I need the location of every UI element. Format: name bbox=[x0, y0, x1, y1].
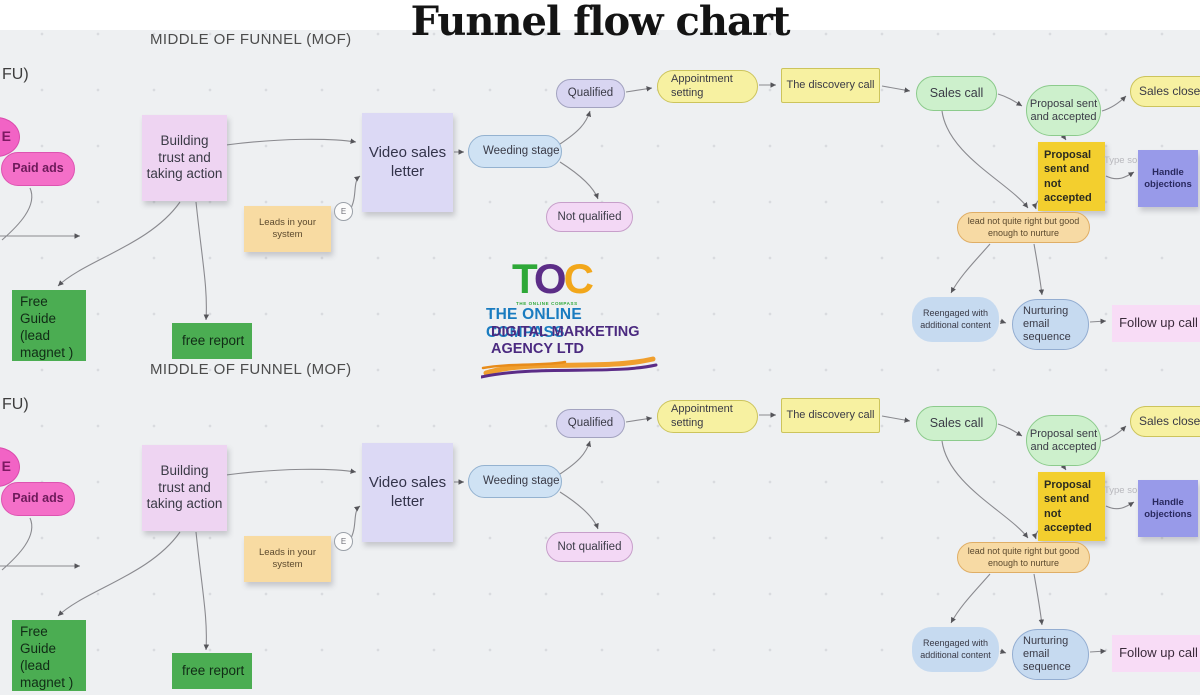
shape-sales-call[interactable]: Sales call bbox=[916, 76, 997, 111]
shape-e-blob[interactable]: E bbox=[0, 447, 20, 487]
shape-follow-up-call[interactable]: Follow up call bbox=[1112, 635, 1200, 672]
title-background-strip bbox=[0, 0, 1200, 30]
sticky-video-sales-letter[interactable]: Video sales letter bbox=[362, 443, 453, 542]
shape-paid-ads[interactable]: Paid ads bbox=[1, 482, 75, 516]
funnel-diagram: MIDDLE OF FUNNEL (MOF) FU) E Paid ads Bu… bbox=[0, 30, 1200, 365]
shape-not-qualified[interactable]: Not qualified bbox=[546, 202, 633, 232]
sticky-proposal-not-accepted[interactable]: Proposal sent and not accepted bbox=[1038, 142, 1105, 211]
shape-follow-up-call[interactable]: Follow up call bbox=[1112, 305, 1200, 342]
shape-nurturing-email[interactable]: Nurturing email sequence bbox=[1012, 299, 1089, 350]
shape-reengaged[interactable]: Reengaged with additional content bbox=[912, 297, 999, 342]
sticky-leads-in-system[interactable]: Leads in your system bbox=[244, 536, 331, 582]
shape-sales-closed[interactable]: Sales closed bbox=[1130, 406, 1200, 437]
shape-e-blob[interactable]: E bbox=[0, 117, 20, 157]
diagram-instance-bottom: MIDDLE OF FUNNEL (MOF) FU) E Paid ads Bu… bbox=[0, 360, 1200, 695]
funnel-diagram: MIDDLE OF FUNNEL (MOF) FU) E Paid ads Bu… bbox=[0, 360, 1200, 695]
sticky-handle-objections[interactable]: Handle objections bbox=[1138, 480, 1198, 537]
shape-qualified[interactable]: Qualified bbox=[556, 409, 625, 438]
shape-appointment-setting[interactable]: Appointment setting bbox=[657, 70, 758, 103]
logo-toc-mark: TOC bbox=[512, 255, 594, 302]
logo-letter-o: O bbox=[533, 255, 567, 302]
shape-qualified[interactable]: Qualified bbox=[556, 79, 625, 108]
sticky-video-sales-letter[interactable]: Video sales letter bbox=[362, 113, 453, 212]
sticky-leads-in-system[interactable]: Leads in your system bbox=[244, 206, 331, 252]
emoji-badge-icon[interactable]: E bbox=[334, 532, 353, 551]
edge-label-tofu[interactable]: FU) bbox=[2, 396, 29, 413]
shape-nurturing-email[interactable]: Nurturing email sequence bbox=[1012, 629, 1089, 680]
shape-reengaged[interactable]: Reengaged with additional content bbox=[912, 627, 999, 672]
shape-proposal-accepted[interactable]: Proposal sent and accepted bbox=[1026, 415, 1101, 466]
section-label-mof[interactable]: MIDDLE OF FUNNEL (MOF) bbox=[150, 31, 352, 48]
shape-appointment-setting[interactable]: Appointment setting bbox=[657, 400, 758, 433]
shape-free-report[interactable]: free report bbox=[172, 323, 252, 359]
sticky-building-trust[interactable]: Building trust and taking action bbox=[142, 445, 227, 531]
logo-tiny-text: THE ONLINE COMPASS bbox=[516, 301, 578, 306]
logo-subtitle2-text: AGENCY LTD bbox=[491, 341, 584, 357]
page-title: Funnel flow chart bbox=[410, 0, 791, 45]
shape-paid-ads[interactable]: Paid ads bbox=[1, 152, 75, 186]
sticky-handle-objections[interactable]: Handle objections bbox=[1138, 150, 1198, 207]
ghost-placeholder-text: Type so bbox=[1104, 485, 1138, 496]
shape-free-guide[interactable]: Free Guide (lead magnet ) bbox=[12, 290, 86, 361]
ghost-placeholder-text: Type so bbox=[1104, 155, 1138, 166]
logo-letter-t: T bbox=[512, 255, 537, 302]
shape-weeding-stage[interactable]: Weeding stage bbox=[468, 135, 562, 168]
shape-sales-call[interactable]: Sales call bbox=[916, 406, 997, 441]
shape-proposal-accepted[interactable]: Proposal sent and accepted bbox=[1026, 85, 1101, 136]
shape-nurture-note[interactable]: lead not quite right but good enough to … bbox=[957, 542, 1090, 573]
diagram-instance-top: MIDDLE OF FUNNEL (MOF) FU) E Paid ads Bu… bbox=[0, 30, 1200, 365]
agency-logo: TOC THE ONLINE COMPASS THE ONLINE COMPAS… bbox=[481, 255, 661, 379]
logo-letter-c: C bbox=[563, 255, 594, 302]
shape-free-report[interactable]: free report bbox=[172, 653, 252, 689]
shape-free-guide[interactable]: Free Guide (lead magnet ) bbox=[12, 620, 86, 691]
emoji-badge-icon[interactable]: E bbox=[334, 202, 353, 221]
shape-nurture-note[interactable]: lead not quite right but good enough to … bbox=[957, 212, 1090, 243]
shape-weeding-stage[interactable]: Weeding stage bbox=[468, 465, 562, 498]
sticky-proposal-not-accepted[interactable]: Proposal sent and not accepted bbox=[1038, 472, 1105, 541]
shape-discovery-call[interactable]: The discovery call bbox=[781, 398, 880, 433]
shape-not-qualified[interactable]: Not qualified bbox=[546, 532, 633, 562]
edge-label-tofu[interactable]: FU) bbox=[2, 66, 29, 83]
logo-swoosh-icon bbox=[481, 356, 658, 379]
shape-sales-closed[interactable]: Sales closed bbox=[1130, 76, 1200, 107]
logo-subtitle-text: DIGITAL MARKETING bbox=[491, 324, 640, 340]
section-label-mof[interactable]: MIDDLE OF FUNNEL (MOF) bbox=[150, 361, 352, 378]
sticky-building-trust[interactable]: Building trust and taking action bbox=[142, 115, 227, 201]
logo-name-text: THE ONLINE COMPASS bbox=[486, 306, 582, 341]
shape-discovery-call[interactable]: The discovery call bbox=[781, 68, 880, 103]
